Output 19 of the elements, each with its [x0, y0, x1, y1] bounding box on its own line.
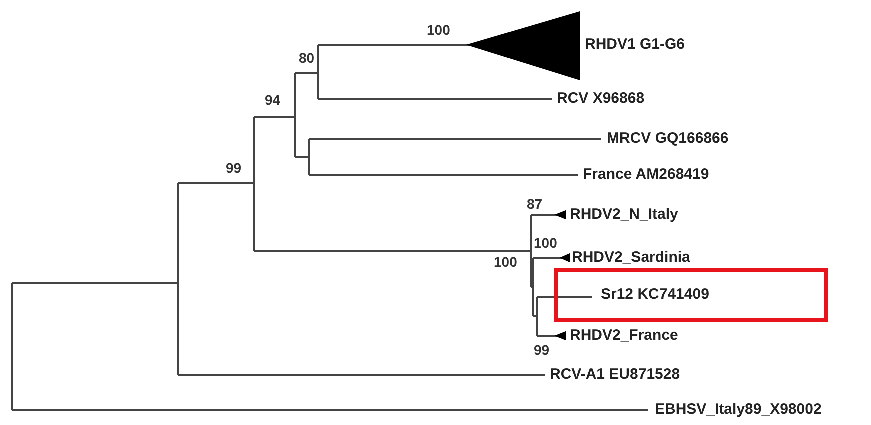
highlight-box	[554, 268, 828, 322]
bootstrap-value: 99	[534, 341, 550, 359]
taxon-label: RHDV1 G1-G6	[585, 36, 686, 54]
taxon-label: RCV X96868	[557, 90, 645, 108]
taxon-label: France AM268419	[583, 166, 710, 184]
bootstrap-value: 99	[226, 159, 242, 177]
taxon-label: RHDV2_Sardinia	[572, 249, 690, 267]
taxon-label: RCV-A1 EU871528	[550, 366, 680, 384]
taxon-label: Sr12 KC741409	[601, 286, 710, 304]
bootstrap-value: 100	[427, 21, 450, 39]
taxon-label: RHDV2_France	[570, 327, 678, 345]
taxon-label: RHDV2_N_Italy	[570, 206, 678, 224]
bootstrap-value: 80	[299, 49, 315, 67]
taxon-label: EBHSV_Italy89_X98002	[655, 401, 822, 419]
taxon-label: MRCV GQ166866	[607, 130, 729, 148]
bootstrap-value: 87	[527, 195, 543, 213]
bootstrap-value: 100	[494, 253, 518, 271]
bootstrap-value: 100	[534, 234, 558, 252]
bootstrap-value: 94	[265, 91, 281, 109]
